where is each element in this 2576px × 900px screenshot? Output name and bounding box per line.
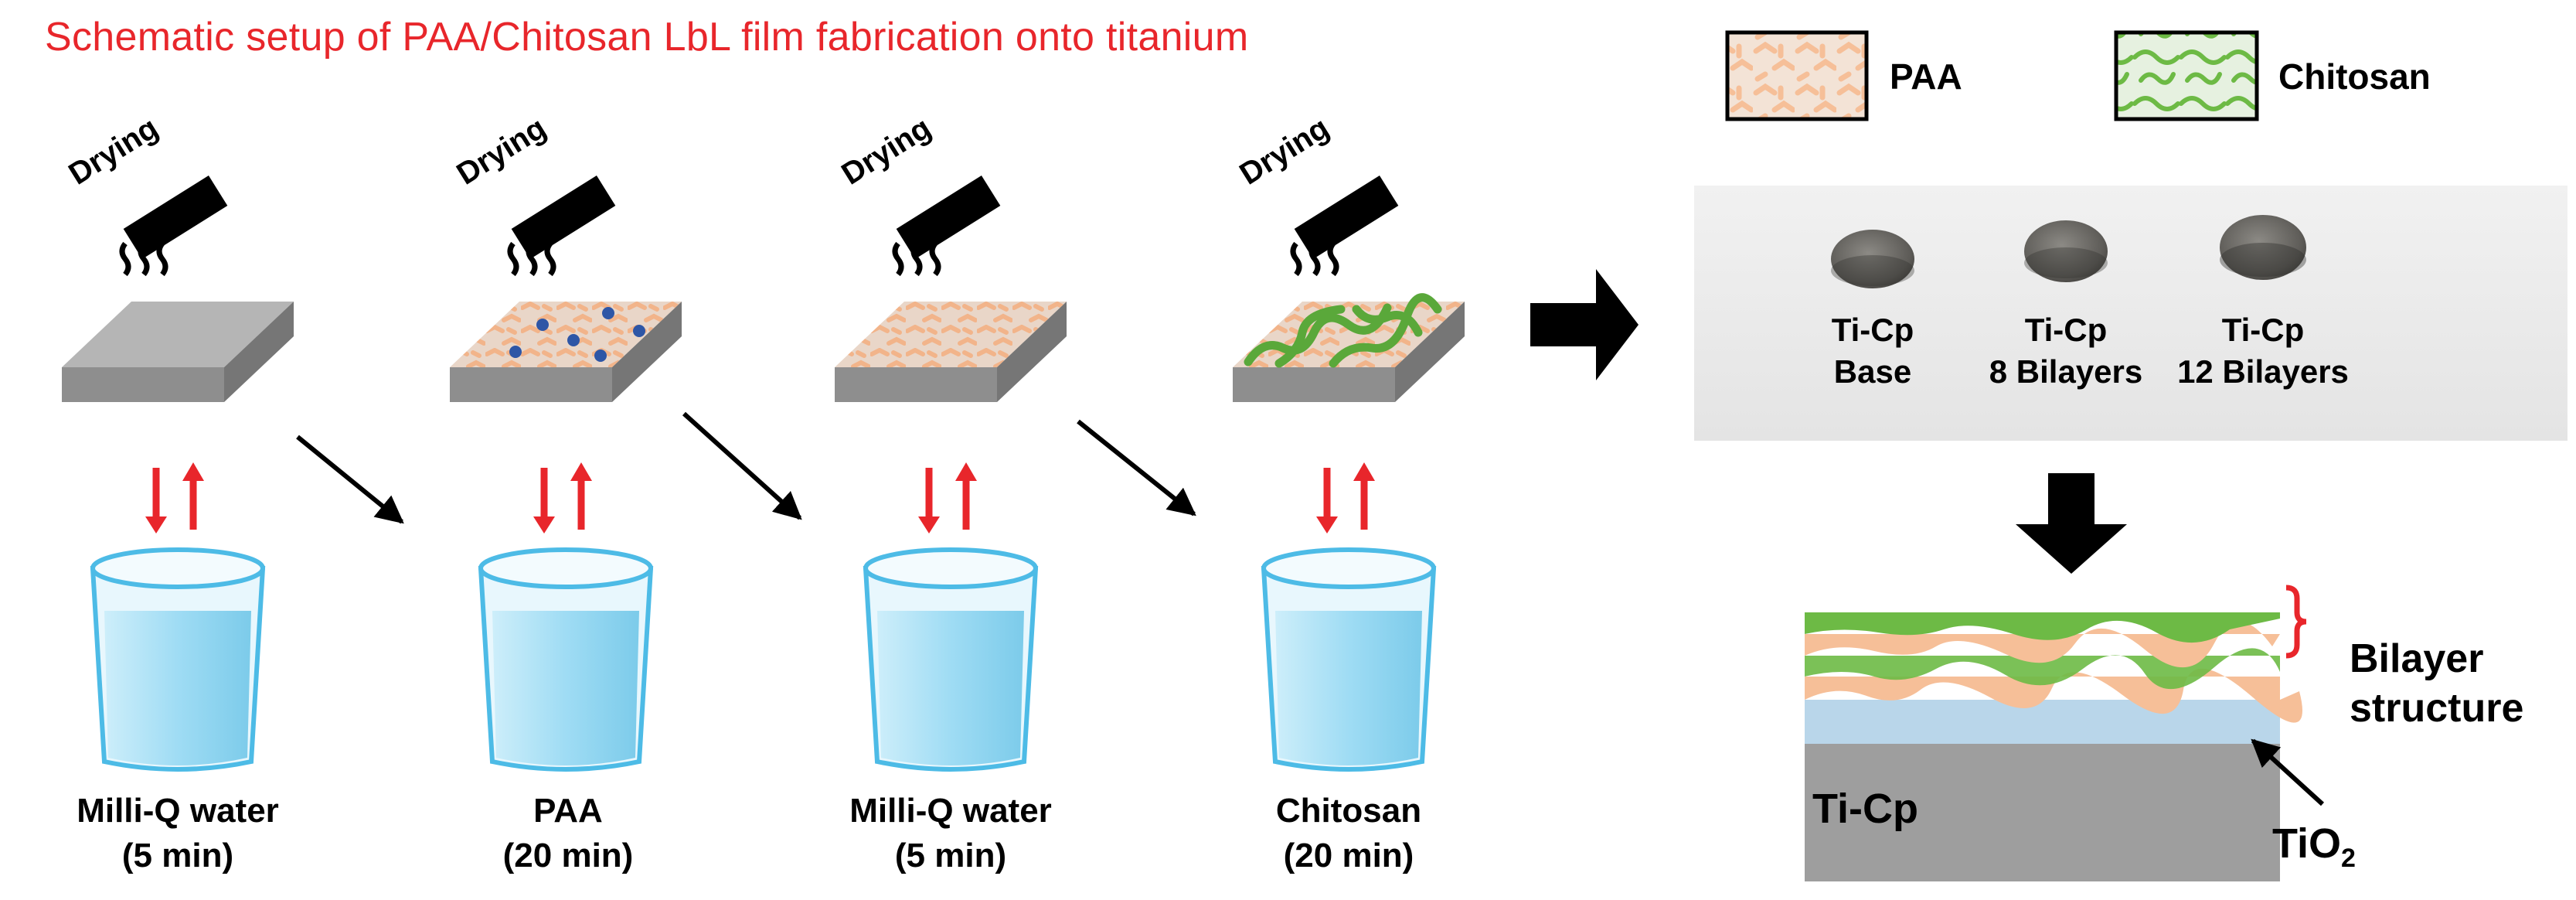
dryer: Drying	[451, 111, 616, 277]
dryer-label: Drying	[451, 111, 552, 191]
paa-layer-2	[1805, 621, 2280, 668]
step-time: (5 min)	[121, 837, 234, 874]
process-arrow-1	[296, 435, 404, 524]
down-arrow-icon	[2016, 473, 2127, 574]
sample-name: Ti-Cp	[1831, 312, 1914, 348]
step-1: Drying	[62, 111, 294, 772]
substrate-layer	[1805, 744, 2280, 881]
right-arrow-icon	[1530, 269, 1638, 380]
cross-section	[1805, 585, 2325, 881]
sample-bilayers: 12 Bilayers	[2177, 353, 2349, 390]
disc-12-bilayers	[2220, 215, 2306, 280]
dip-arrows	[1316, 462, 1375, 534]
step-3: Drying	[835, 111, 1067, 772]
disc-base	[1831, 230, 1914, 288]
tio2-label: TiO2	[2272, 820, 2356, 874]
sample-bilayers: 8 Bilayers	[1989, 353, 2143, 390]
tio2-layer	[1805, 700, 2280, 744]
dryer: Drying	[1234, 111, 1399, 277]
titanium-plate-bare	[62, 302, 294, 402]
process-arrow-3	[1077, 419, 1196, 516]
legend-label-paa: PAA	[1890, 56, 1962, 97]
dryer-label: Drying	[1234, 111, 1335, 191]
legend-swatch-paa	[1725, 30, 1869, 121]
process-arrow-2	[682, 411, 802, 520]
sample-photo	[1694, 186, 2567, 441]
substrate-label: Ti-Cp	[1812, 786, 1918, 832]
step-name: Milli-Q water	[849, 792, 1052, 830]
bracket-icon	[2285, 585, 2307, 659]
sample-label-12-bilayers: Ti-Cp 12 Bilayers	[2155, 309, 2371, 393]
tio2-subscript: 2	[2341, 843, 2356, 873]
step-label-4: Chitosan (20 min)	[1194, 789, 1503, 878]
tio2-pointer-arrow	[2251, 738, 2325, 806]
beaker-icon	[90, 547, 266, 772]
beaker-icon	[478, 547, 654, 772]
legend	[1725, 30, 2259, 121]
titanium-plate-paa	[835, 302, 1067, 402]
dryer-icon	[896, 176, 1001, 259]
sample-name: Ti-Cp	[2024, 312, 2108, 348]
tio2-text: TiO	[2272, 820, 2342, 867]
dryer-icon	[1294, 176, 1399, 259]
chitosan-layer-2	[1805, 612, 2280, 643]
dip-arrows	[533, 462, 592, 534]
dryer-icon	[511, 176, 616, 259]
legend-label-chitosan: Chitosan	[2278, 56, 2431, 97]
legend-swatch-chitosan	[2114, 30, 2259, 121]
bilayer-line-2: structure	[2350, 686, 2524, 731]
disc-8-bilayers	[2024, 220, 2108, 282]
dip-arrows	[918, 462, 977, 534]
page-title: Schematic setup of PAA/Chitosan LbL film…	[45, 15, 1249, 60]
heat-waves-icon	[119, 241, 168, 277]
step-name: PAA	[533, 792, 603, 830]
heat-waves-icon	[892, 241, 941, 277]
sample-label-base: Ti-Cp Base	[1764, 309, 1981, 393]
beaker-icon	[863, 547, 1039, 772]
beaker-icon	[1261, 547, 1437, 772]
step-time: (20 min)	[1283, 837, 1414, 874]
titanium-plate-chitosan	[1233, 293, 1465, 402]
dryer-label: Drying	[63, 111, 164, 191]
step-label-3: Milli-Q water (5 min)	[796, 789, 1105, 878]
sample-bilayers: Base	[1833, 353, 1912, 390]
heat-waves-icon	[1290, 241, 1339, 277]
step-name: Milli-Q water	[77, 792, 279, 830]
dip-arrows	[145, 462, 204, 534]
step-time: (5 min)	[894, 837, 1007, 874]
step-4: Drying	[1233, 111, 1465, 772]
bilayer-structure-label: Bilayer structure	[2350, 634, 2523, 733]
sample-name: Ti-Cp	[2221, 312, 2305, 348]
heat-waves-icon	[507, 241, 556, 277]
dryer: Drying	[63, 111, 228, 277]
step-2: Drying	[450, 111, 682, 772]
step-label-1: Milli-Q water (5 min)	[23, 789, 332, 878]
step-label-2: PAA (20 min)	[413, 789, 723, 878]
photo-panel	[1694, 186, 2567, 441]
dryer-icon	[123, 176, 228, 259]
bilayer-line-1: Bilayer	[2350, 636, 2484, 681]
dryer-label: Drying	[835, 111, 937, 191]
dryer: Drying	[835, 111, 1001, 277]
sample-label-8-bilayers: Ti-Cp 8 Bilayers	[1958, 309, 2174, 393]
titanium-plate-paa-dots	[450, 302, 682, 402]
process-arrows	[296, 411, 1196, 524]
step-time: (20 min)	[502, 837, 634, 874]
step-name: Chitosan	[1275, 792, 1422, 830]
